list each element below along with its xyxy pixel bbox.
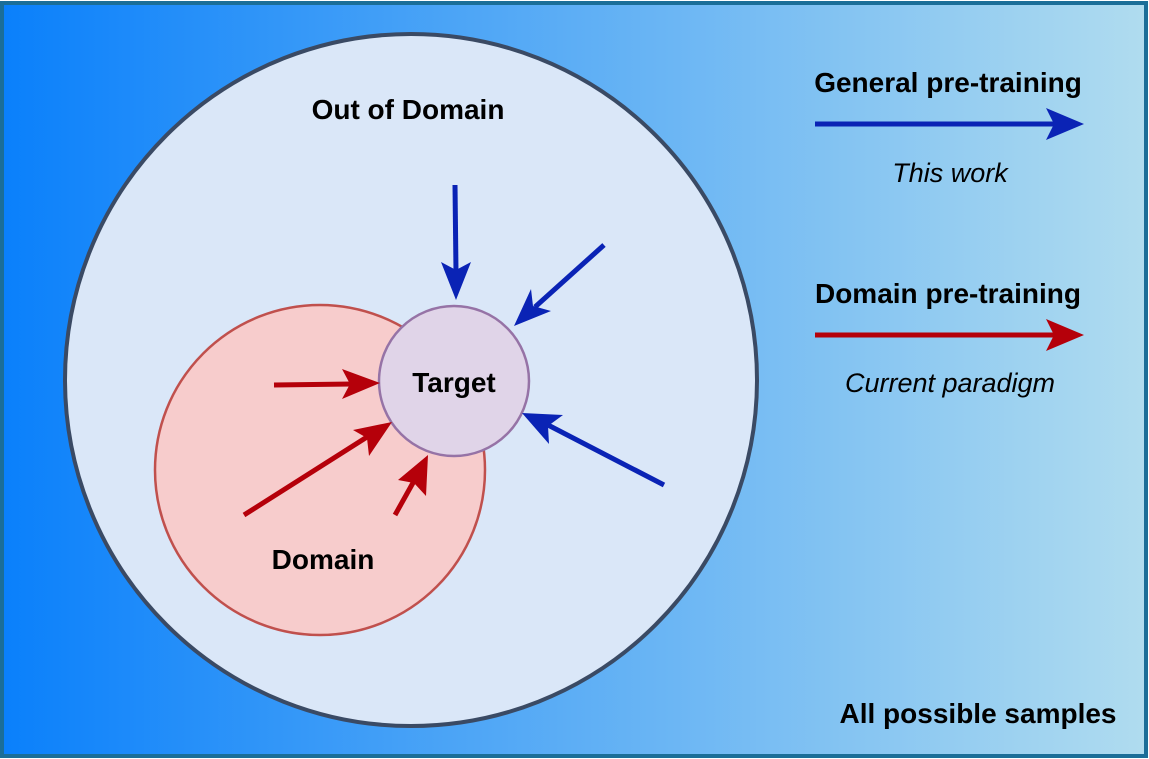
general-arrow-bottom-right bbox=[522, 413, 666, 488]
general-arrow-top bbox=[441, 184, 471, 300]
target-circle bbox=[377, 304, 531, 458]
legend-general-arrow bbox=[815, 108, 1084, 140]
all-samples-label: All possible samples bbox=[840, 698, 1117, 729]
general-arrows bbox=[441, 184, 666, 488]
legend-domain-title: Domain pre-training bbox=[815, 278, 1081, 309]
out-of-domain-label: Out of Domain bbox=[312, 94, 505, 125]
general-arrow-top-right bbox=[514, 243, 606, 326]
domain-arrow-lower-left bbox=[242, 422, 392, 518]
domain-label: Domain bbox=[272, 544, 375, 575]
legend-domain-arrow bbox=[815, 319, 1084, 351]
target-label: Target bbox=[412, 367, 496, 398]
domain-arrow-left bbox=[273, 369, 380, 399]
legend-general-title: General pre-training bbox=[814, 67, 1082, 98]
domain-arrows bbox=[242, 369, 428, 518]
legend-domain-subtitle: Current paradigm bbox=[845, 368, 1055, 398]
legend-general-subtitle: This work bbox=[892, 158, 1009, 188]
domain-arrow-bottom bbox=[392, 455, 428, 517]
